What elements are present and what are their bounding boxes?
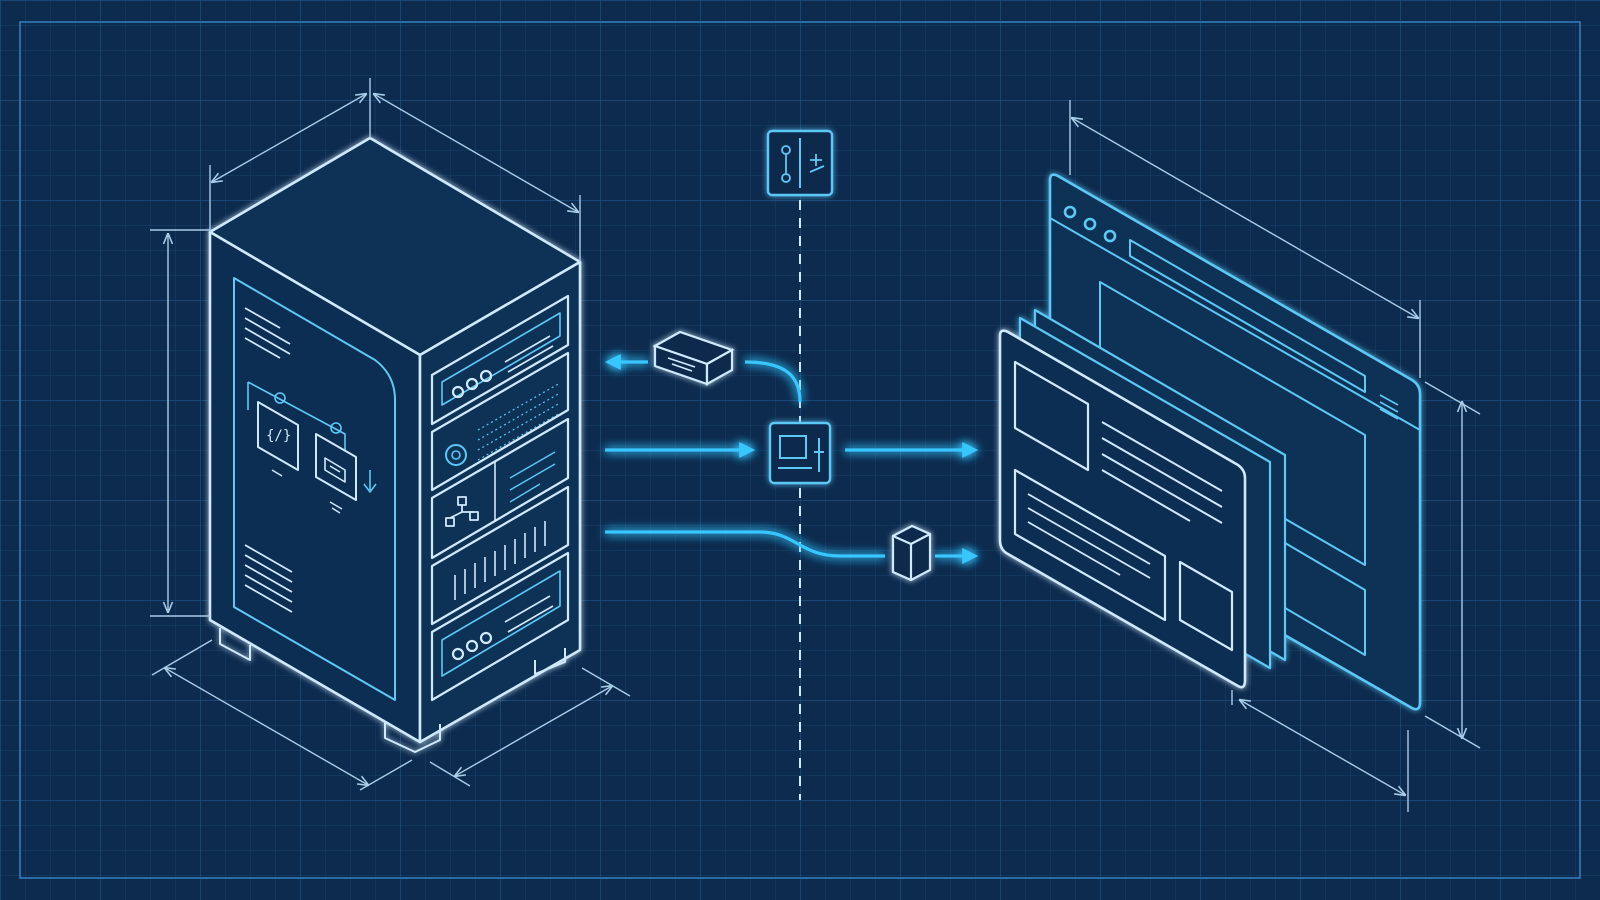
vent-lines-top: [244, 307, 291, 359]
data-package-icon: [652, 330, 735, 386]
dimension-browser-top: [1072, 118, 1418, 318]
server-foot: [384, 722, 441, 753]
dimension-top-right: [374, 94, 578, 212]
rack-unit-2: [430, 351, 570, 492]
file-chip-glyph: [324, 457, 346, 483]
content-card: [1013, 468, 1167, 622]
arrow-gateway-to-server: [744, 360, 802, 403]
content-image-block: [1013, 360, 1090, 472]
browser-dimension-lines: [1070, 100, 1481, 812]
blueprint-frame: [19, 21, 1581, 879]
server-rack-icon: {/}: [208, 136, 582, 753]
code-chip-glyph: {/}: [266, 428, 291, 444]
connector-dot: [330, 422, 342, 434]
rack-unit-1: [430, 294, 570, 426]
dimension-top-left: [212, 94, 366, 182]
rack-unit-3: [430, 417, 570, 560]
server-foot: [219, 628, 251, 661]
server-dimension-lines: [150, 78, 631, 791]
hierarchy-icon: [445, 496, 479, 527]
menu-icon: [1379, 394, 1399, 420]
connector-dot: [274, 392, 286, 404]
rack-unit-4: [430, 485, 570, 626]
gear-icon: [445, 444, 467, 466]
dimension-browser-bottom: [1240, 700, 1405, 795]
content-card-small: [1178, 560, 1234, 652]
arrow-server-to-document: [605, 530, 885, 558]
caption-lines: [271, 469, 343, 514]
server-foot: [534, 648, 566, 675]
pipeline-node-icon: [766, 129, 834, 197]
dimension-bottom-right: [455, 686, 612, 776]
vent-lines-bottom: [244, 544, 293, 613]
browser-window-front: [998, 329, 1247, 689]
code-chip-icon: [257, 401, 299, 471]
document-stack-icon: [891, 524, 932, 582]
content-text-lines: [1101, 421, 1223, 524]
server-right-face: [418, 260, 582, 744]
file-chip-icon: [315, 433, 357, 501]
dimension-bottom-left: [165, 668, 368, 785]
server-door-panel: [233, 277, 396, 701]
rack-unit-5: [430, 551, 570, 702]
down-arrow-icon: [363, 470, 377, 493]
workflow-connector: [247, 381, 346, 450]
gateway-node-icon: [768, 421, 832, 485]
flow-arrows: [604, 354, 979, 564]
